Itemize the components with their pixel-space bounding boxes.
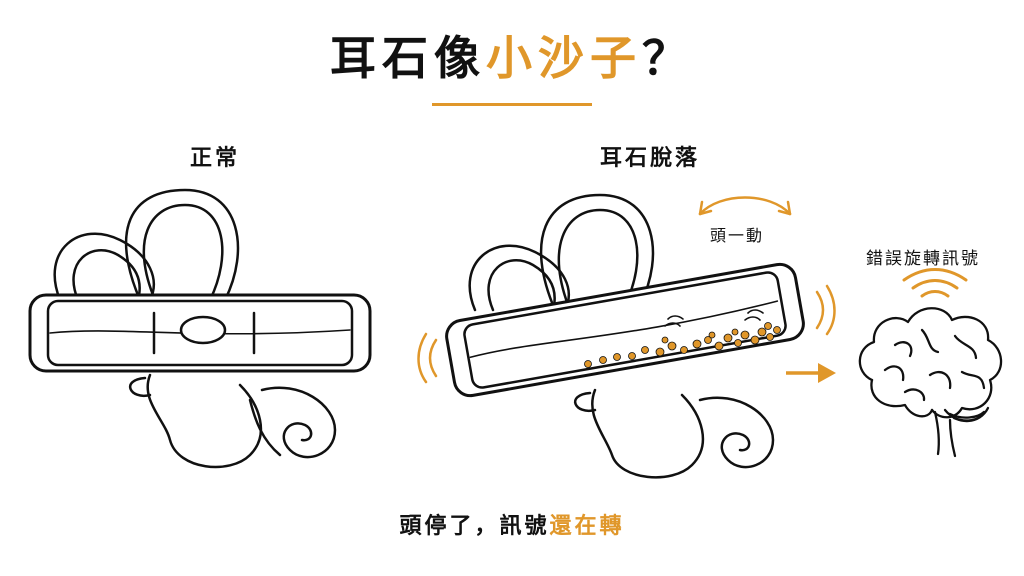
right-arrow-icon [786,363,836,383]
shake-marks-icon [417,284,836,384]
brain-icon [858,307,1003,458]
normal-label: 正常 [190,146,241,171]
title-end: ？ [642,31,694,85]
inner-ear-normal-icon [53,188,337,469]
detached-label: 耳石脫落 [600,146,701,171]
caption-main: 頭停了，訊號 [399,514,550,539]
otolith-crystals-icon [584,322,781,368]
inner-ear-detached-icon [468,193,775,479]
signal-waves-icon [902,268,968,298]
head-motion-label: 頭一動 [710,226,765,245]
canal-tube-tilted-icon [445,262,805,398]
title-main: 耳石像 [330,31,486,85]
caption-accent: 還在轉 [549,514,625,539]
brain-label: 錯誤旋轉訊號 [866,249,980,269]
title-underline [432,103,592,106]
head-motion-arrow-icon [698,196,792,216]
title-accent: 小沙子 [486,31,642,85]
canal-tube-normal-icon [28,293,372,373]
bottom-caption: 頭停了，訊號還在轉 [0,508,1024,540]
crystal-motion-marks-icon [664,309,764,327]
page-title: 耳石像小沙子？ [0,22,1024,88]
